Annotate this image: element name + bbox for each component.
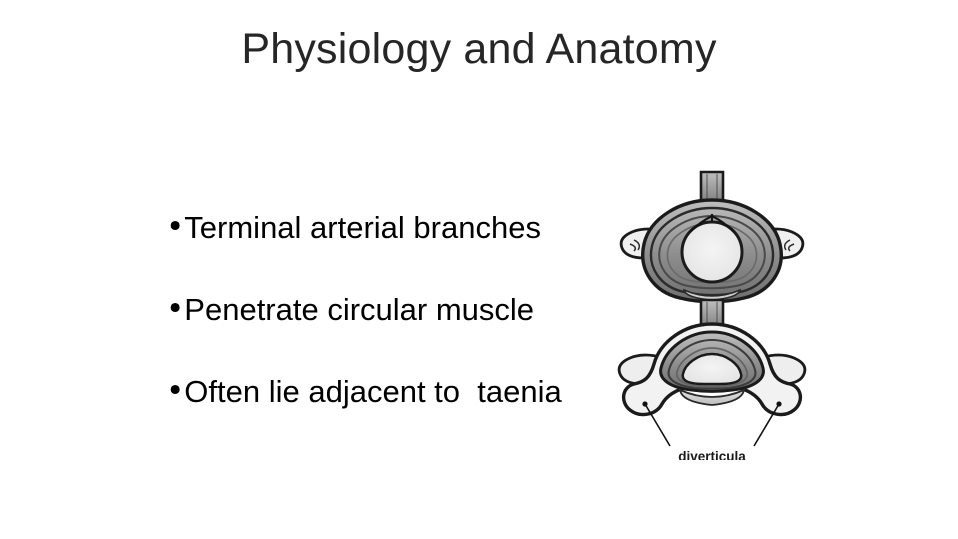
taenia-coli-inferior: [682, 288, 742, 301]
penetrating-arterial-branches: [689, 214, 735, 233]
page-title: Physiology and Anatomy: [241, 25, 717, 73]
submucosa-ring: [667, 338, 757, 390]
normal-colon-cross-section: [619, 170, 805, 304]
left-leader-line: [644, 403, 671, 447]
bullet-list: • Terminal arterial branches • Penetrate…: [166, 212, 596, 458]
bullet-dot-icon: •: [166, 209, 185, 245]
list-item: • Penetrate circular muscle: [166, 294, 596, 376]
colonic-lumen: [681, 352, 743, 386]
colon-cross-section-diverticula-diagram: diverticula: [612, 170, 812, 460]
right-appendage-vessel: [783, 239, 795, 252]
left-appendage-vessel: [629, 239, 641, 252]
bullet-text: Penetrate circular muscle: [184, 292, 535, 327]
bullet-dot-icon: •: [166, 291, 185, 327]
diverticular-colon-cross-section: diverticula: [617, 298, 807, 460]
right-leader-line: [753, 403, 780, 447]
bullet-text: Often lie adjacent to taenia: [184, 374, 562, 409]
submucosa-ring: [658, 214, 766, 290]
mucosa-ring: [675, 347, 749, 388]
list-item: • Often lie adjacent to taenia: [166, 376, 596, 458]
figure-caption: diverticula: [678, 449, 746, 460]
list-item: • Terminal arterial branches: [166, 212, 596, 294]
bullet-dot-icon: •: [166, 373, 185, 409]
muscularis-ring: [649, 206, 775, 297]
taenia-coli-inferior: [678, 388, 746, 406]
bullet-text: Terminal arterial branches: [184, 210, 541, 245]
